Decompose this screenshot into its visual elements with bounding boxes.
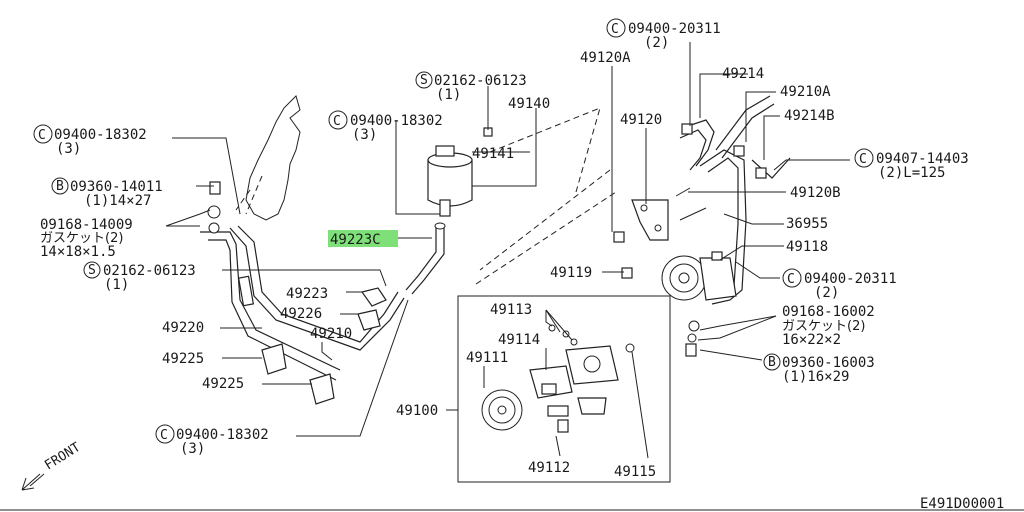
svg-text:16×22×2: 16×22×2 — [782, 332, 841, 348]
svg-text:(2): (2) — [814, 285, 839, 301]
svg-text:09400-20311: 09400-20311 — [804, 271, 897, 287]
svg-text:C: C — [160, 428, 168, 443]
svg-text:09360-14011: 09360-14011 — [70, 179, 163, 195]
svg-text:(3): (3) — [352, 127, 377, 143]
svg-text:02162-06123: 02162-06123 — [103, 263, 196, 279]
body-panel — [235, 95, 301, 221]
label-49100: 49100 — [396, 403, 438, 419]
svg-text:C: C — [787, 272, 795, 287]
label-c09400-20311-right: C 09400-20311 (2) — [782, 268, 897, 301]
svg-text:(1)14×27: (1)14×27 — [84, 193, 151, 209]
label-49214: 49214 — [722, 66, 764, 82]
label-36955: 36955 — [786, 216, 828, 232]
label-49112: 49112 — [528, 460, 570, 476]
pipe-assembly — [200, 181, 405, 381]
svg-text:14×18×1.5: 14×18×1.5 — [40, 244, 116, 260]
label-c09407-14403: C 09407-14403 (2)L=125 — [854, 148, 969, 181]
clamp-49226 — [357, 309, 381, 331]
projection-lines — [475, 107, 617, 285]
svg-text:S: S — [88, 263, 96, 278]
svg-text:(3): (3) — [56, 141, 81, 157]
label-49120a: 49120A — [580, 50, 631, 66]
label-49118: 49118 — [786, 239, 828, 255]
label-c09400-20311-top: C 09400-20311 (2) — [606, 18, 721, 51]
bracket-49120 — [613, 187, 707, 279]
clip-49225-b — [309, 373, 335, 405]
label-49210: 49210 — [310, 326, 352, 342]
svg-text:B: B — [768, 355, 776, 370]
label-b09360-16003: B 09360-16003 (1)16×29 — [763, 353, 875, 385]
label-b09360-14011: B 09360-14011 (1)14×27 — [51, 177, 163, 209]
label-49210a: 49210A — [780, 84, 831, 100]
svg-text:09400-18302: 09400-18302 — [176, 427, 269, 443]
highlight-marker — [328, 230, 398, 247]
svg-text:02162-06123: 02162-06123 — [434, 73, 527, 89]
svg-text:49223C: 49223C — [330, 232, 381, 248]
label-c09400-18302-top: C 09400-18302 (3) — [33, 124, 147, 157]
label-49115: 49115 — [614, 464, 656, 480]
svg-text:09360-16003: 09360-16003 — [782, 355, 875, 371]
label-c09400-18302-mid: C 09400-18302 (3) — [328, 110, 443, 143]
label-49111: 49111 — [466, 350, 508, 366]
label-49223: 49223 — [286, 286, 328, 302]
front-label: FRONT — [42, 440, 83, 474]
pump-exploded — [481, 324, 635, 433]
label-49141: 49141 — [472, 146, 514, 162]
label-49226: 49226 — [280, 306, 322, 322]
label-49114: 49114 — [498, 332, 540, 348]
hose-49210a — [679, 95, 791, 305]
label-49113: 49113 — [490, 302, 532, 318]
label-49223c: 49223C — [328, 230, 398, 248]
label-49220: 49220 — [162, 320, 204, 336]
svg-text:C: C — [859, 152, 867, 167]
svg-text:ガスケット(2): ガスケット(2) — [40, 231, 123, 246]
svg-text:(1): (1) — [436, 87, 461, 103]
svg-text:09400-18302: 09400-18302 — [54, 127, 147, 143]
hose-49223c — [405, 222, 446, 295]
svg-text:(2)L=125: (2)L=125 — [878, 165, 945, 181]
svg-text:09168-14009: 09168-14009 — [40, 217, 133, 233]
label-49225-b: 49225 — [202, 376, 244, 392]
label-s02162-06123-left: S 02162-06123 (1) — [83, 261, 196, 293]
reservoir-49140 — [427, 127, 493, 217]
svg-text:09168-16002: 09168-16002 — [782, 304, 875, 320]
label-gasket-right: 09168-16002 ガスケット(2) 16×22×2 — [782, 304, 875, 348]
svg-text:(1): (1) — [104, 277, 129, 293]
pump-36955 — [661, 251, 737, 357]
clip-49225-a — [261, 343, 287, 375]
svg-text:C: C — [333, 114, 341, 129]
svg-text:(3): (3) — [180, 441, 205, 457]
label-s02162-06123-top: S 02162-06123 (1) — [415, 71, 527, 103]
svg-text:09400-20311: 09400-20311 — [628, 21, 721, 37]
label-49140: 49140 — [508, 96, 550, 112]
svg-text:C: C — [611, 22, 619, 37]
front-arrow: FRONT — [21, 440, 83, 491]
svg-text:09407-14403: 09407-14403 — [876, 151, 969, 167]
label-49225-a: 49225 — [162, 351, 204, 367]
label-c09400-18302-bottom: C 09400-18302 (3) — [155, 424, 269, 457]
label-49120b: 49120B — [790, 185, 841, 201]
svg-text:C: C — [38, 128, 46, 143]
clamp-49223 — [360, 287, 387, 307]
svg-text:(1)16×29: (1)16×29 — [782, 369, 849, 385]
svg-text:09400-18302: 09400-18302 — [350, 113, 443, 129]
svg-text:S: S — [420, 73, 428, 88]
leader-lines — [165, 42, 850, 459]
label-49214b: 49214B — [784, 108, 835, 124]
label-49120: 49120 — [620, 112, 662, 128]
diagram-code: E491D00001 — [920, 496, 1004, 512]
label-49119: 49119 — [550, 265, 592, 281]
inset-49100 — [457, 295, 671, 483]
svg-text:ガスケット(2): ガスケット(2) — [782, 319, 865, 334]
label-gasket-left: 09168-14009 ガスケット(2) 14×18×1.5 — [40, 217, 133, 260]
svg-text:(2): (2) — [644, 35, 669, 51]
svg-text:B: B — [56, 179, 64, 194]
